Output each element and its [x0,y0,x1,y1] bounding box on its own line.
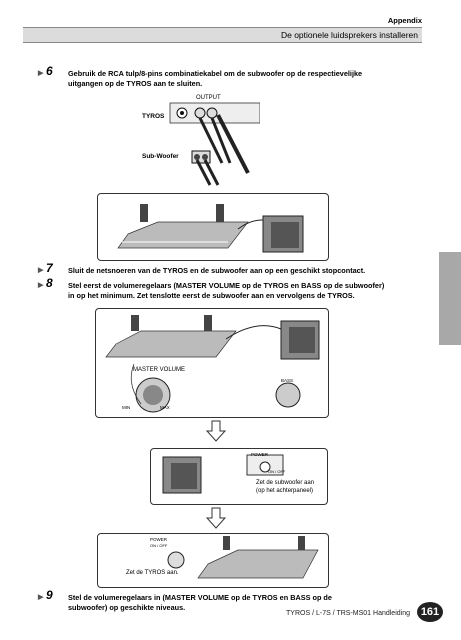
caption-tyros-on: Zet de TYROS aan. [126,570,179,576]
bass-label: BASS [281,378,294,383]
tyros-on-off-label: ON / OFF [150,543,168,548]
tyros-power-label: POWER [150,537,168,542]
master-volume-label: MASTER VOLUME [133,367,186,373]
step-text-line2: subwoofer) op geschikte niveaus. [68,603,186,612]
max-label: MAX [160,405,170,410]
step-8: ▶ 8 Stel eerst de volumeregelaars (MASTE… [38,276,438,303]
step-text-line1: Sluit de netsnoeren van de TYROS en de s… [68,266,366,275]
setup-panel [97,193,329,261]
subwoofer-label: Sub-Woofer [142,153,179,160]
section-title: Appendix [387,16,422,25]
subwoofer-power-panel [150,448,328,505]
tyros-power-panel [97,533,329,588]
step-text-line2: in op het minimum. Zet tenslotte eerst d… [68,291,355,300]
step-text-line1: Stel eerst de volumeregelaars (MASTER VO… [68,281,385,290]
step-arrow-icon: ▶ [38,267,44,274]
caption-subwoofer-on: Zet de subwoofer aan [256,480,315,486]
min-label: MIN [122,405,131,410]
step-text-line1: Stel de volumeregelaars in (MASTER VOLUM… [68,593,332,602]
step-number: 7 [46,261,53,275]
down-arrow-icon [206,507,226,529]
step-text-line1: Gebruik de RCA tulp/8-pins combinatiekab… [68,69,363,78]
step-number: 9 [46,588,53,602]
step-number: 6 [46,64,53,78]
step-arrow-icon: ▶ [38,594,44,601]
step-text-line2: uitgangen op de TYROS aan te sluiten. [68,79,203,88]
step-arrow-icon: ▶ [38,70,44,77]
step-number: 8 [46,276,53,290]
page-title: De optionele luidsprekers installeren [280,30,418,40]
page-number: 161 [417,602,443,622]
step-7: ▶ 7 Sluit de netsnoeren van de TYROS en … [38,261,438,278]
step-6: ▶ 6 Gebruik de RCA tulp/8-pins combinati… [38,64,438,91]
step-9: ▶ 9 Stel de volumeregelaars in (MASTER V… [38,588,378,615]
tyros-label: TYROS [142,113,165,120]
header-bar: De optionele luidsprekers installeren [23,27,422,43]
side-tab [439,252,461,345]
output-label: OUTPUT [196,95,221,101]
power-label: POWER [251,452,269,457]
step-arrow-icon: ▶ [38,282,44,289]
on-off-label: ON / OFF [268,469,286,474]
volume-panel [95,308,329,418]
down-arrow-icon [206,420,226,442]
footer-text: TYROS / L-7S / TRS-MS01 Handleiding [286,610,410,617]
connection-figure [169,102,260,186]
caption-rear-panel: (op het achterpaneel) [256,488,314,494]
